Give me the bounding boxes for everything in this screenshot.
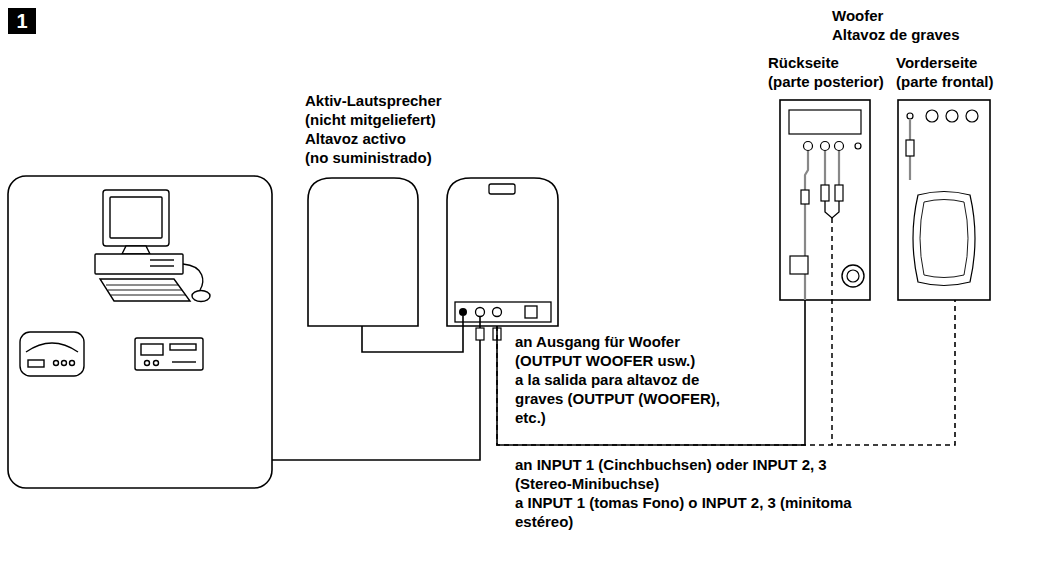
mini-jack [907,113,913,119]
woofer-out-jack [493,308,502,317]
speaker-right [447,178,558,326]
connection-note: a INPUT 1 (tomas Fono) o INPUT 2, 3 (min… [515,493,870,531]
mini-plug [476,328,484,340]
knob [966,110,978,122]
deck-icon [135,338,203,370]
bass-port [847,270,859,282]
cable [497,300,955,445]
part-name: Woofer [832,6,883,25]
cinch-cable-alt [831,218,833,445]
text-line: Aktiv-Lautsprecher [305,91,560,110]
small-jack [855,143,861,149]
cinch-cable [838,151,840,185]
bass-port [842,265,864,287]
woofer-rear [780,100,870,300]
text-line: (parte posterior) [768,72,892,91]
cinch-join [825,201,839,218]
heading-text: Vorderseite (parte frontal) [896,53,1015,91]
input-jack [476,308,485,317]
speaker-panel [455,302,551,322]
mini-plug [801,190,809,204]
connection-note: an Ausgang für Woofer (OUTPUT WOOFER usw… [515,332,740,370]
heading-text: Aktiv-Lautsprecher (nicht mitgeliefert) [305,91,560,129]
speaker-link-cable [362,316,463,352]
source-cable [272,316,480,460]
text-line: Altavoz activo [305,129,560,148]
woofer-front [898,100,990,300]
heading-text: Altavoz activo (no suministrado) [305,129,560,167]
text-line: Rückseite [768,53,892,72]
text-line: (no suministrado) [305,148,560,167]
figure-number: 1 [8,8,36,34]
woofer-front: Vorderseite (parte frontal) [893,50,1018,300]
mini-cable [805,151,808,300]
part-name: Altavoz de graves [832,25,960,44]
active-speaker: Aktiv-Lautsprecher (nicht mitgeliefert)A… [300,86,565,326]
cinch-plug [821,185,829,201]
input-jack [804,142,813,151]
text-line: (parte frontal) [896,72,1015,91]
computer-icon [95,190,210,302]
driver-grille [920,200,968,278]
text-line: Vorderseite [896,53,1015,72]
connection-note: a la salida para altavoz de graves (OUTP… [515,370,740,427]
speaker-handle [489,184,515,194]
heading-text: Rückseite (parte posterior) [768,53,892,91]
knob [946,110,958,122]
mini-plug [906,140,914,156]
speaker-left [308,178,418,326]
driver-grille [913,192,975,286]
cinch-plug [835,185,843,201]
speaker-link-jack [459,308,467,316]
power-jack [525,306,537,318]
text-line: (nicht mitgeliefert) [305,110,560,129]
cinch-jack [821,142,830,151]
woofer-rear: Rückseite (parte posterior) [765,50,895,300]
connection-note: an INPUT 1 (Cinchbuchsen) oder INPUT 2, … [515,455,870,493]
cable [497,300,805,445]
power-switch [790,256,808,274]
cd-player-icon [20,332,84,376]
heatsink [789,110,861,134]
cinch-jack [835,142,844,151]
cinch-cable [824,151,826,185]
source-box [8,176,272,488]
knob [926,110,938,122]
